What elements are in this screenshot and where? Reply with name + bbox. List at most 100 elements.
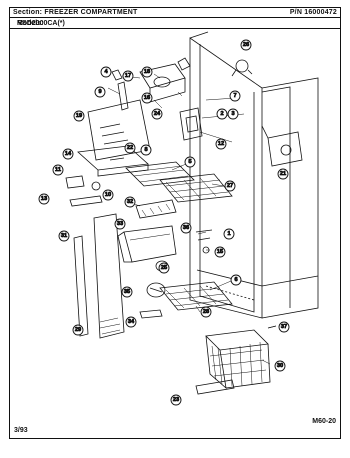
callout-17: 17 [122,70,134,82]
svg-text:16: 16 [144,95,150,101]
part-number-label: P/N [289,9,303,16]
svg-text:10: 10 [105,192,111,198]
svg-text:37: 37 [281,324,287,330]
callout-14: 14 [62,148,74,160]
callout-33: 33 [114,218,126,230]
models-label: Models: [17,20,44,27]
shelf-rail [139,309,163,319]
svg-text:36: 36 [183,225,189,231]
door-liner-panel [93,213,125,339]
svg-text:2: 2 [220,111,223,117]
svg-text:13: 13 [41,196,47,202]
svg-text:29: 29 [75,327,81,333]
callout-18: 18 [141,66,153,78]
callout-13: 13 [38,193,50,205]
callout-6: 6 [230,274,242,286]
callout-27: 27 [224,180,236,192]
svg-text:27: 27 [227,183,233,189]
svg-text:19: 19 [76,113,82,119]
svg-text:4: 4 [104,69,108,75]
svg-text:15: 15 [217,249,223,255]
callout-28: 28 [200,306,212,318]
callout-10: 10 [102,189,114,201]
svg-text:18: 18 [144,69,150,75]
svg-text:6: 6 [234,277,237,283]
svg-text:3: 3 [231,111,234,117]
damper-control [179,107,203,141]
svg-text:33: 33 [117,221,123,227]
callout-group: 26 17 18 4 9 7 16 19 24 2 3 22 8 12 14 5… [38,39,290,406]
callout-25: 25 [158,262,170,274]
section-label: Section: [13,9,43,16]
small-brackets [111,69,129,111]
ice-tray [135,199,177,219]
sheet-border [9,7,341,439]
callout-21: 21 [277,168,289,180]
callout-37: 37 [278,321,290,333]
light-bulb [231,59,253,77]
svg-text:34: 34 [128,319,135,325]
wire-shelf [159,173,233,203]
callout-36: 36 [180,222,192,234]
callout-3: 3 [227,108,239,120]
section-header: Section: FREEZER COMPARTMENT P/N 1600047… [9,7,341,18]
callout-35: 35 [121,286,133,298]
callout-22: 22 [124,142,136,154]
svg-text:1: 1 [227,231,230,237]
callout-12: 12 [215,138,227,150]
svg-text:30: 30 [277,363,283,369]
evaporator-cover [77,145,149,177]
callout-31: 31 [58,230,70,242]
models-row: Models: RSD2000CA(*) [9,18,341,29]
callout-32: 32 [124,196,136,208]
page-code: M60-20 [312,418,336,425]
callout-8: 8 [140,144,152,156]
svg-text:17: 17 [125,73,131,79]
svg-text:28: 28 [203,309,209,315]
callout-26: 26 [240,39,252,51]
svg-text:8: 8 [144,147,147,153]
callout-30: 30 [274,360,286,372]
callout-34: 34 [125,316,137,328]
models-value: RSD2000CA(*) [17,20,65,27]
callout-29: 29 [72,324,84,336]
callout-23: 23 [170,394,182,406]
svg-text:25: 25 [161,265,167,271]
callout-16: 16 [141,92,153,104]
svg-text:35: 35 [124,289,130,295]
svg-text:23: 23 [173,397,179,403]
breaker-strip [73,235,89,337]
ice-maker-parts [65,175,101,191]
callout-1: 1 [223,228,235,240]
callout-19: 19 [73,110,85,122]
svg-text:26: 26 [243,42,249,48]
thermostat-detail [261,125,303,167]
svg-text:11: 11 [55,167,61,173]
svg-text:9: 9 [98,89,101,95]
part-number: 16000472 [304,9,337,16]
bottom-rail [195,379,235,395]
callout-15: 15 [214,246,226,258]
svg-text:14: 14 [65,151,72,157]
svg-text:22: 22 [127,145,133,151]
callout-7: 7 [229,90,241,102]
svg-text:7: 7 [233,93,236,99]
callout-2: 2 [216,108,228,120]
freezer-basket [205,329,271,390]
svg-text:31: 31 [61,233,67,239]
callout-9: 9 [94,86,106,98]
ice-bucket [117,225,177,263]
lower-wire-shelf [159,281,233,311]
upper-wire-shelf [125,161,195,187]
svg-text:32: 32 [127,199,133,205]
svg-text:12: 12 [218,141,224,147]
cabinet-outline [189,31,319,319]
callout-24: 24 [151,108,163,120]
svg-text:24: 24 [154,111,161,117]
callout-4: 4 [100,66,112,78]
svg-text:21: 21 [280,171,286,177]
fastener-parts [195,229,213,254]
section-name: FREEZER COMPARTMENT [44,9,138,16]
